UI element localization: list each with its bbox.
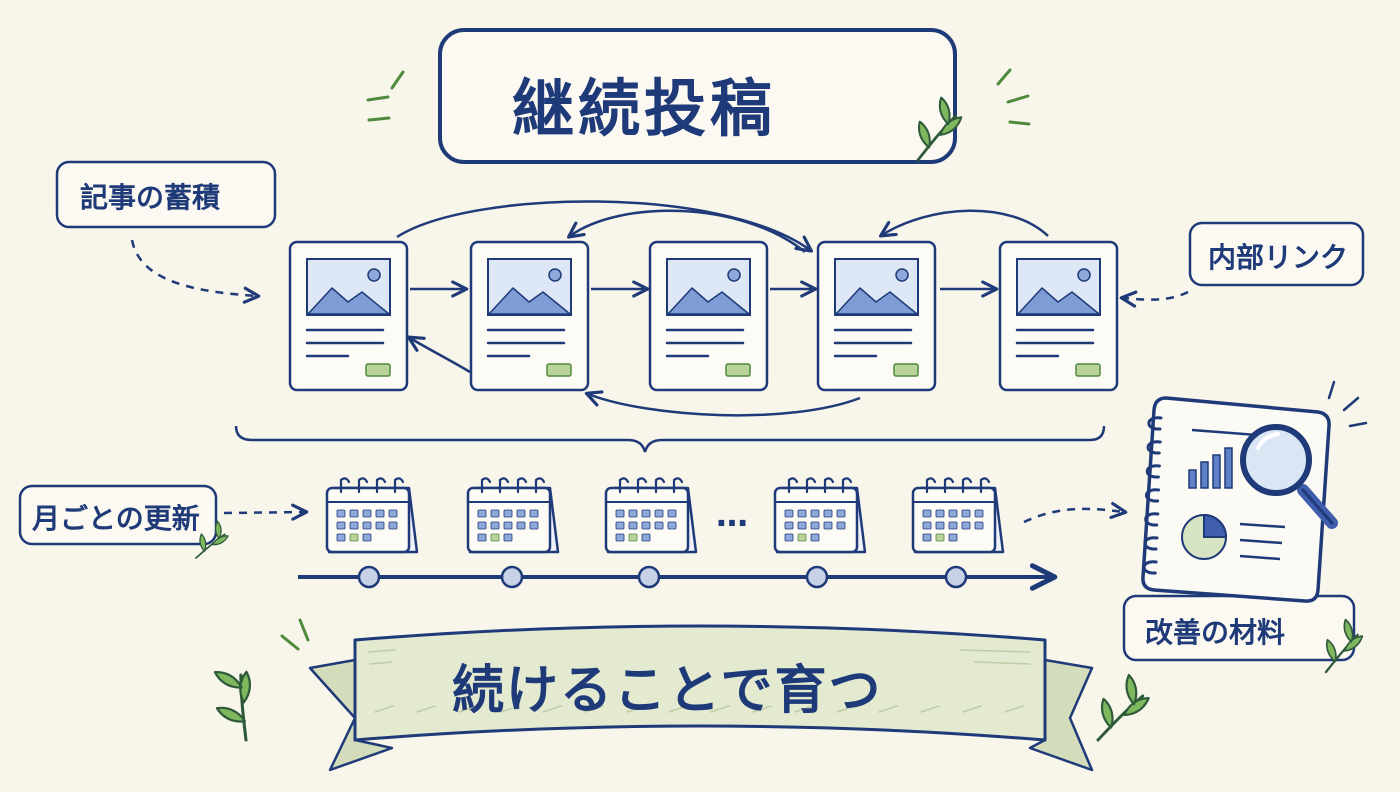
- leaf-icon: [1096, 673, 1150, 742]
- label-box-internal-links: [1188, 221, 1365, 287]
- link-arrow-bottom-2: [584, 390, 861, 417]
- ribbon-face: [353, 624, 1047, 742]
- link-arrow-top-3: [878, 209, 1049, 238]
- article-card-icon: [469, 240, 590, 392]
- calendar-icon: [773, 477, 867, 554]
- title-box: [438, 28, 957, 164]
- label-monthly-updates: 月ごとの更新: [32, 502, 200, 535]
- article-card-icon: [816, 240, 937, 392]
- label-internal-links: 内部リンク: [1208, 241, 1349, 274]
- timeline-node: [805, 565, 829, 589]
- dashed-arrow-improvement: [1023, 501, 1128, 524]
- calendar-icon: [911, 477, 1005, 554]
- calendar-icon: [466, 477, 560, 554]
- article-card-icon: [648, 240, 769, 392]
- timeline-node: [637, 565, 661, 589]
- magnifier-icon: [1240, 380, 1368, 529]
- ribbon-banner: [308, 624, 1094, 772]
- leaf-icon: [916, 96, 963, 162]
- label-articles: 記事の蓄積: [80, 181, 221, 214]
- dashed-arrow-articles: [130, 239, 261, 304]
- banner-text: 続けることで育つ: [452, 661, 883, 721]
- timeline-node: [944, 565, 968, 589]
- sparkle-marks: [280, 68, 1031, 651]
- dashed-arrow-monthly: [223, 503, 309, 521]
- link-arrow-bottom-1: [406, 335, 471, 374]
- link-arrow-top-1: [396, 200, 813, 253]
- leaf-icon: [213, 670, 252, 742]
- label-box-articles: [55, 160, 277, 229]
- ribbon-texture: [367, 649, 1031, 713]
- label-box-monthly-updates: [18, 484, 218, 546]
- calendar-icon: [325, 477, 419, 554]
- report-notebook-icon: [1141, 396, 1331, 603]
- group-bracket: [234, 425, 1106, 453]
- ellipsis: …: [716, 496, 748, 534]
- article-card-icon: [998, 240, 1119, 392]
- page-title: 継続投稿: [512, 72, 777, 145]
- timeline-node: [500, 565, 524, 589]
- label-improvement: 改善の材料: [1145, 616, 1286, 649]
- link-arrow-top-2: [567, 209, 806, 253]
- article-card-icon: [288, 240, 409, 392]
- timeline-node: [357, 565, 381, 589]
- leaf-icon: [195, 520, 229, 559]
- calendar-icon: [604, 477, 698, 554]
- leaf-icon: [1324, 618, 1364, 674]
- dashed-arrow-internal-links: [1119, 290, 1189, 308]
